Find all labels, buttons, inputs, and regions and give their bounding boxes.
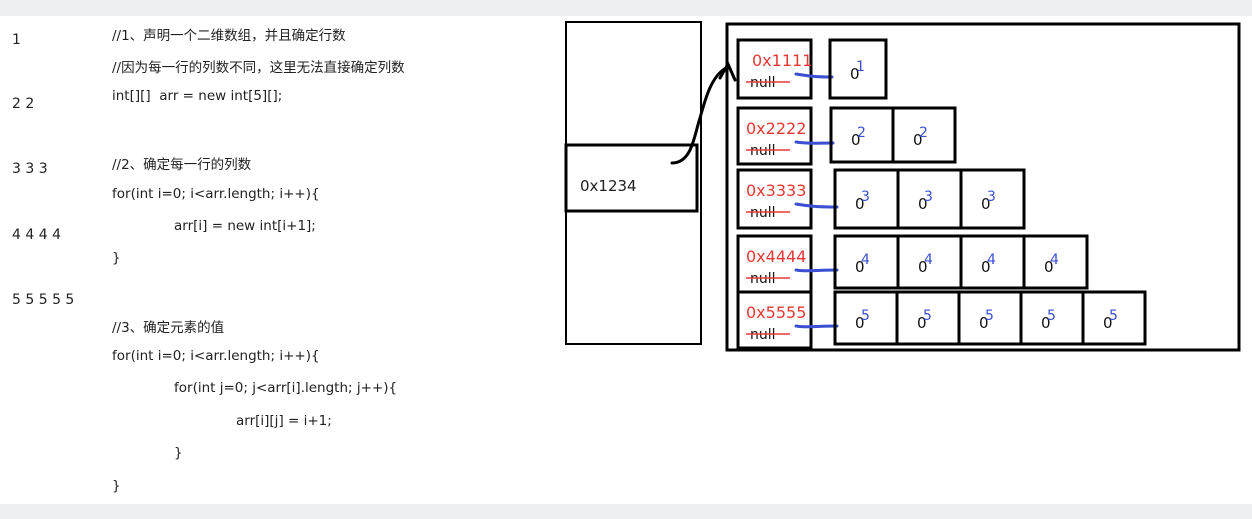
code-line: //2、确定每一行的列数 — [112, 157, 252, 173]
cell-new-value: 4 — [987, 252, 996, 268]
cell-new-value: 5 — [923, 308, 932, 324]
stack-variable-box — [564, 143, 699, 213]
array-cell — [828, 38, 888, 100]
cell-old-value: 0 — [1044, 258, 1054, 276]
output-line: 1 — [12, 32, 21, 48]
cell-old-value: 0 — [981, 258, 991, 276]
cell-new-value: 1 — [856, 59, 865, 75]
cell-old-value: 0 — [855, 314, 865, 332]
code-line: int[][] arr = new int[5][]; — [112, 88, 283, 104]
heap-region — [725, 22, 1241, 352]
cell-new-value: 5 — [1109, 308, 1118, 324]
cell-new-value: 4 — [924, 252, 933, 268]
cell-old-value: 0 — [851, 131, 861, 149]
code-line: //因为每一行的列数不同，这里无法直接确定列数 — [112, 60, 405, 76]
code-line: arr[i] = new int[i+1]; — [174, 218, 316, 234]
cell-old-value: 0 — [979, 314, 989, 332]
cell-new-value: 2 — [857, 125, 866, 141]
cell-old-value: 0 — [918, 195, 928, 213]
output-line: 2 2 — [12, 96, 35, 112]
cell-new-value: 3 — [924, 189, 933, 205]
output-line: 5 5 5 5 5 — [12, 292, 75, 308]
diagram-canvas: 1 2 2 3 3 3 4 4 4 4 5 5 5 5 5 //1、声明一个二维… — [0, 16, 1252, 504]
cell-new-value: 3 — [987, 189, 996, 205]
cell-old-value: 0 — [850, 65, 860, 83]
cell-new-value: 5 — [1047, 308, 1056, 324]
cell-old-value: 0 — [917, 314, 927, 332]
connector-line — [794, 324, 839, 329]
output-line: 3 3 3 — [12, 161, 48, 177]
row-pointer-box — [736, 168, 813, 230]
code-line: //1、声明一个二维数组，并且确定行数 — [112, 28, 346, 44]
row-address: 0x5555 — [746, 303, 806, 322]
cell-new-value: 2 — [919, 125, 928, 141]
code-line: for(int j=0; j<arr[i].length; j++){ — [174, 380, 398, 396]
cell-old-value: 0 — [918, 258, 928, 276]
output-line: 4 4 4 4 — [12, 227, 61, 243]
cell-new-value: 4 — [1050, 252, 1059, 268]
code-line: for(int i=0; i<arr.length; i++){ — [112, 348, 320, 364]
cell-old-value: 0 — [855, 258, 865, 276]
array-cell — [959, 168, 1026, 230]
cell-new-value: 5 — [861, 308, 870, 324]
code-line: for(int i=0; i<arr.length; i++){ — [112, 186, 320, 202]
null-value: null — [750, 271, 776, 287]
connector-line — [794, 140, 835, 145]
array-cell — [1081, 290, 1147, 346]
null-value: null — [750, 143, 776, 159]
cell-new-value: 4 — [861, 252, 870, 268]
stack-address: 0x1234 — [580, 177, 637, 195]
connector-line — [794, 268, 839, 273]
cell-old-value: 0 — [913, 131, 923, 149]
connector-line — [794, 72, 834, 79]
connector-line — [794, 202, 839, 209]
cell-old-value: 0 — [1041, 314, 1051, 332]
code-line: arr[i][j] = i+1; — [236, 413, 332, 429]
null-value: null — [750, 327, 776, 343]
row-address: 0x3333 — [746, 181, 806, 200]
pointer-arrow — [670, 66, 728, 165]
code-line: //3、确定元素的值 — [112, 320, 225, 336]
row-address: 0x1111 — [752, 51, 812, 70]
pointer-arrowhead — [718, 60, 737, 82]
code-line: } — [174, 445, 183, 461]
row-address: 0x2222 — [746, 119, 806, 138]
array-cell — [891, 106, 957, 164]
cell-old-value: 0 — [855, 195, 865, 213]
code-line: } — [112, 250, 121, 266]
array-cell — [1022, 234, 1089, 290]
row-pointer-box — [736, 38, 813, 100]
row-pointer-box — [736, 106, 813, 166]
row-pointer-box — [736, 290, 813, 350]
null-value: null — [750, 205, 776, 221]
cell-old-value: 0 — [1103, 314, 1113, 332]
null-value: null — [750, 75, 776, 91]
cell-new-value: 3 — [861, 189, 870, 205]
row-address: 0x4444 — [746, 247, 806, 266]
cell-new-value: 5 — [985, 308, 994, 324]
cell-old-value: 0 — [981, 195, 991, 213]
code-line: } — [112, 478, 121, 494]
